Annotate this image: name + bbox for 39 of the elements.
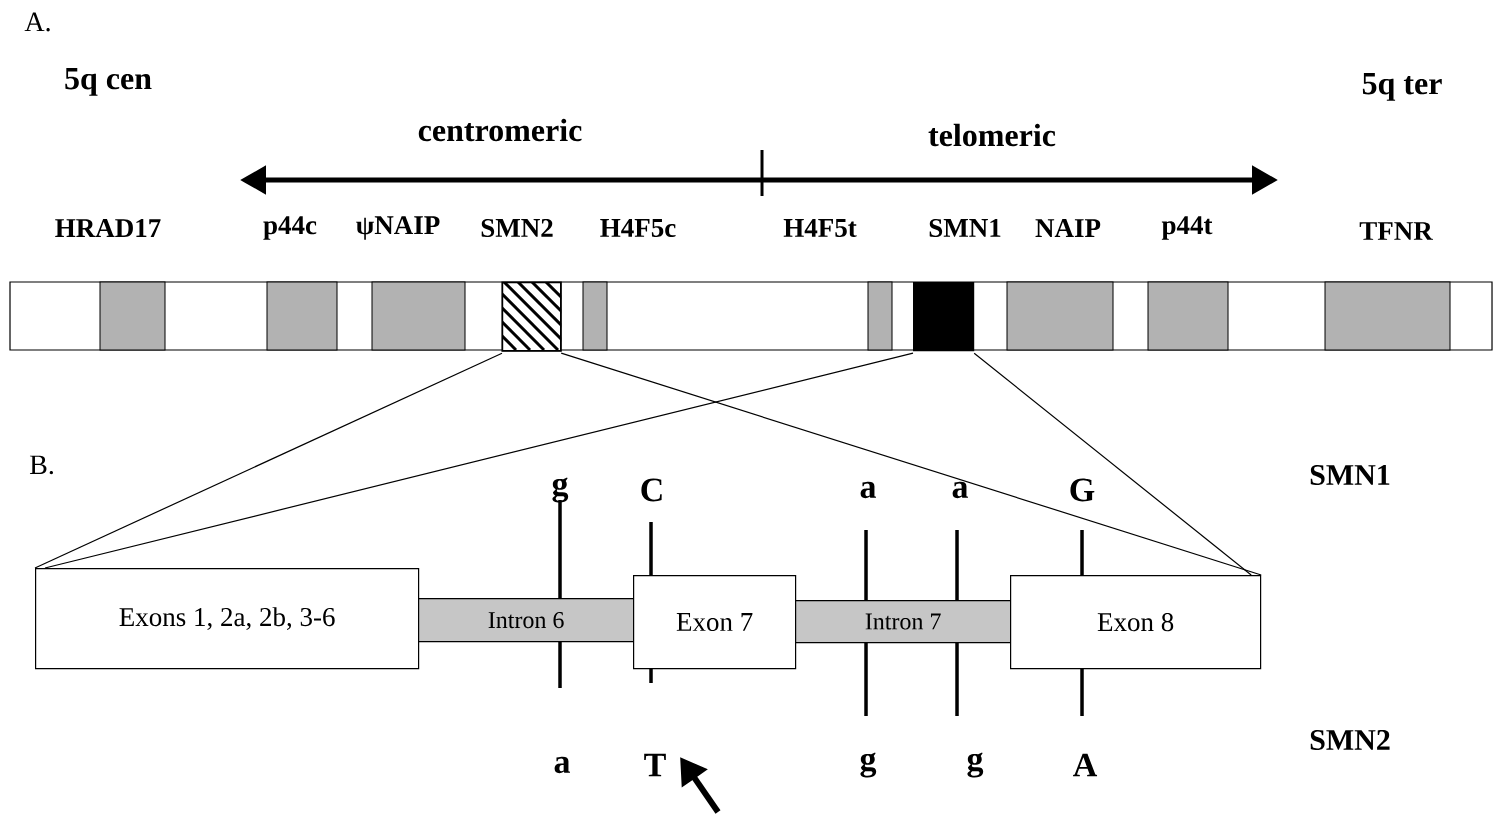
direction-label: centromeric [418,118,582,142]
gene-label: SMN2 [481,218,553,238]
gene-label: H4F5c [600,219,676,237]
nucleotide-label: a [554,756,570,774]
nucleotide-label: a [860,481,876,499]
nucleotide-label: C [641,478,662,502]
gene-label: ψNAIP [356,216,440,240]
gene-label: p44c [263,216,317,240]
gene-block [913,282,975,352]
zoom-line [44,352,914,569]
gene-block [501,281,562,352]
exon-box: Exons 1, 2a, 2b, 3-6 [35,568,420,670]
chromosome-end-label: 5q cen [65,68,152,96]
gene-label: p44t [1161,216,1213,240]
gene-label: NAIP [1035,219,1101,237]
gene-label: SMN1 [1310,464,1390,486]
intron-band: Intron 7 [795,600,1012,644]
gene-label: SMN1 [929,218,1001,238]
exon-box: Exon 8 [1010,575,1262,670]
exon-box: Exon 7 [633,575,797,670]
gene-label: H4F5t [783,219,857,237]
nucleotide-label: g [860,752,877,778]
nucleotide-label: A [1073,753,1098,777]
zoom-line [34,352,503,569]
gene-label: HRAD17 [55,219,161,237]
panel-letter: A. [24,12,50,32]
zoom-line [560,352,1262,576]
intron-band: Intron 6 [418,598,635,643]
nucleotide-label: T [644,753,666,777]
gene-label: SMN2 [1310,729,1390,751]
zoom-line [973,352,1252,576]
chromosome-end-label: 5q ter [1362,73,1442,101]
nucleotide-label: a [952,481,968,499]
nucleotide-label: G [1070,478,1095,502]
direction-label: telomeric [928,123,1056,147]
gene-label: TFNR [1359,222,1433,240]
nucleotide-label: g [552,477,569,503]
panel-letter: B. [29,455,53,475]
nucleotide-label: g [967,752,984,778]
